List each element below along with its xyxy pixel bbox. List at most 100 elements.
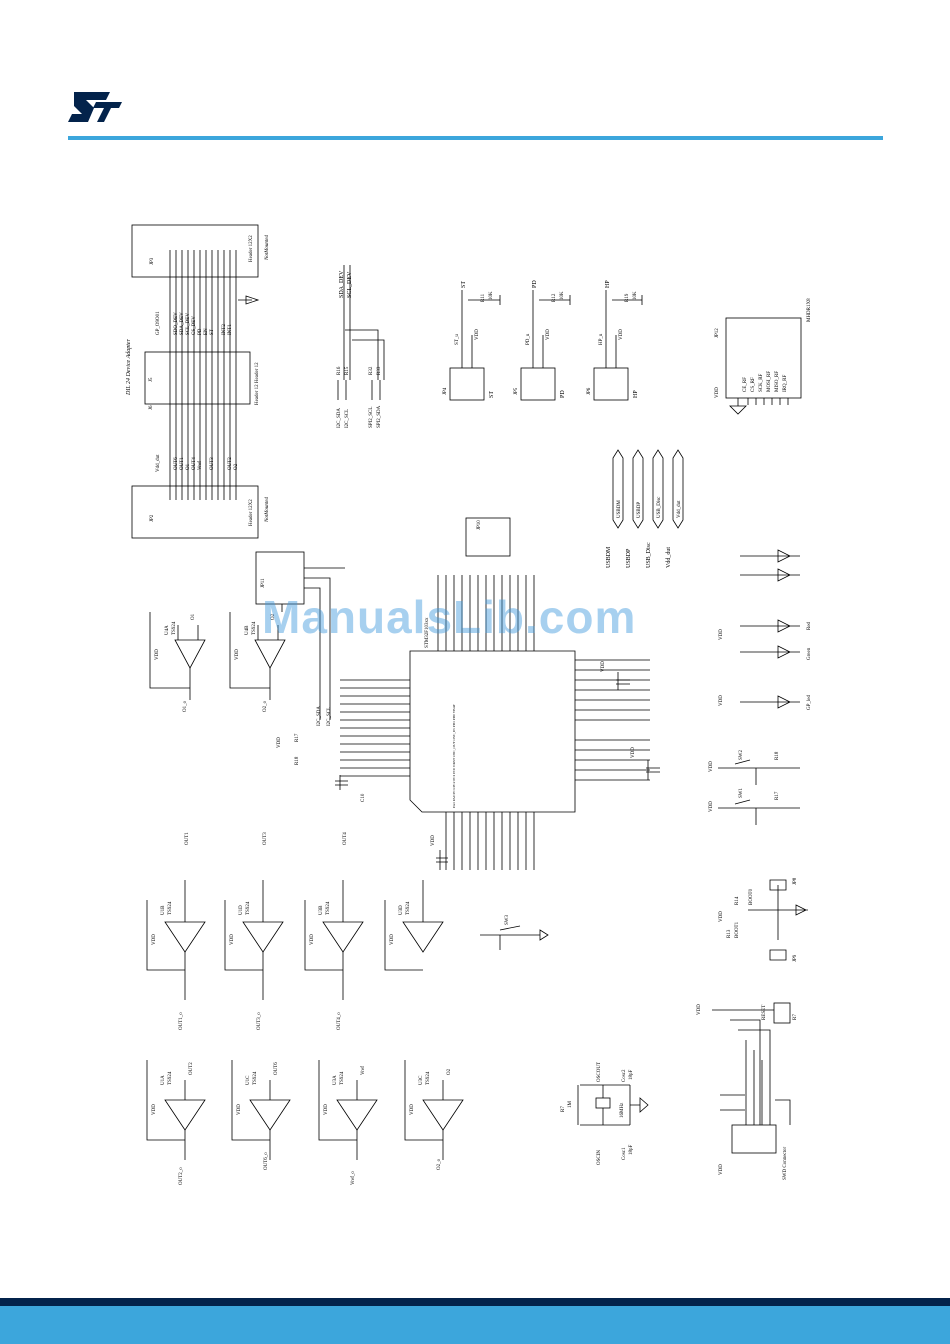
r11-value: 10K bbox=[489, 291, 494, 300]
r18-sw-label: R18 bbox=[775, 751, 780, 760]
jp3-header-box bbox=[131, 224, 259, 278]
net-vref-u3a: Vref bbox=[361, 1066, 366, 1075]
net-out4-o: OUT4_o bbox=[337, 1012, 342, 1030]
net-out4-top: OUT4 bbox=[343, 832, 348, 845]
u3d-part: TS924 bbox=[406, 901, 411, 915]
jp12-box bbox=[725, 317, 802, 399]
net-o1: O1 bbox=[186, 463, 191, 470]
net-oscout: OSCOUT bbox=[597, 1062, 602, 1082]
vdd-u3a: VDD bbox=[324, 1104, 329, 1115]
jp11-label: JP11 bbox=[261, 578, 266, 588]
header-12-label: Header 12 Header 12 bbox=[255, 362, 260, 405]
opamp-u4a bbox=[149, 612, 206, 700]
vdd-u4b: VDD bbox=[235, 649, 240, 660]
net-cs-rf: CS_RF bbox=[751, 377, 756, 392]
u3b-label: U3B bbox=[319, 905, 324, 915]
logo-t-shape bbox=[93, 102, 122, 122]
j5-header-box bbox=[144, 351, 251, 405]
r16-label: R16 bbox=[337, 366, 342, 375]
net-int1: INT1 bbox=[228, 324, 233, 335]
jp10-label: JP10 bbox=[477, 520, 482, 530]
crystal-value: 16MHz bbox=[620, 1102, 625, 1118]
jp2-notmounted: NotMounted bbox=[265, 497, 270, 523]
u3a-label: U3A bbox=[333, 1075, 338, 1085]
sw1-label: SW1 bbox=[739, 788, 744, 799]
mcu-right-pins bbox=[575, 659, 650, 781]
net-out3-o: OUT3_o bbox=[257, 1012, 262, 1030]
r19-value: 10K bbox=[633, 291, 638, 300]
usb-flag-usbdp: USBDP bbox=[637, 502, 642, 518]
vdd-u1b: VDD bbox=[152, 934, 157, 945]
led-green-label: Green bbox=[807, 647, 812, 660]
net-sda-dev: SDA_DEV bbox=[180, 312, 185, 335]
swd-connector-box bbox=[731, 1124, 777, 1154]
net-vdd-dut-usb: Vdd_dut bbox=[666, 547, 672, 568]
j5-label: J5 bbox=[149, 377, 154, 382]
net-boot0: BOOT0 bbox=[749, 888, 754, 905]
net-usb-disc: USB_Disc bbox=[646, 542, 652, 568]
vdd-i2c: VDD bbox=[277, 737, 282, 748]
vdd-boot: VDD bbox=[719, 911, 724, 922]
net-oscin: OSCIN bbox=[597, 1150, 602, 1165]
reset-switch bbox=[480, 925, 549, 950]
r12-value: 10K bbox=[560, 291, 565, 300]
vdd-jp6: VDD bbox=[619, 329, 624, 340]
jp3-notmounted: NotMounted bbox=[265, 235, 270, 261]
net-i2c-scl-mcu: I2C_SCL bbox=[327, 707, 332, 726]
net-out6-o: OUT6_o bbox=[264, 1152, 269, 1170]
net-i2c-scl: I2C_SCL bbox=[345, 409, 350, 428]
jp4-box bbox=[449, 367, 485, 401]
u1c-part: TS924 bbox=[253, 1071, 258, 1085]
mcu-left-pins bbox=[340, 679, 410, 777]
jp3-label: JP3 bbox=[150, 257, 155, 265]
footer-dark-band bbox=[0, 1298, 950, 1306]
u3c-part: TS924 bbox=[426, 1071, 431, 1085]
usb-flag-vdd-dut: Vdd_dut bbox=[677, 500, 682, 518]
adapter-ground bbox=[238, 295, 260, 305]
u3a-part: TS924 bbox=[340, 1071, 345, 1085]
u1d-part: TS924 bbox=[246, 901, 251, 915]
net-pd-top: PD bbox=[532, 280, 538, 288]
oscillator-nets bbox=[577, 1084, 649, 1126]
jp9-label: JP9 bbox=[793, 954, 798, 962]
jp2-header-box bbox=[131, 485, 259, 539]
jp12-label: JP12 bbox=[715, 328, 720, 338]
net-hp-bottom: HP bbox=[633, 390, 639, 398]
vdd-mcu-right-2: VDD bbox=[631, 747, 636, 758]
net-sdo-dev: SDO_DEV bbox=[174, 312, 179, 335]
net-o2: O2 bbox=[234, 463, 239, 470]
selector-nets bbox=[461, 290, 643, 368]
net-scl-dev-r: SCL_DEV bbox=[347, 271, 353, 298]
mcu-body bbox=[409, 650, 576, 813]
vdd-sw1: VDD bbox=[709, 801, 714, 812]
c10-label: C10 bbox=[361, 793, 366, 802]
net-spi2-sda: SPI2_SDA bbox=[377, 405, 382, 428]
net-o1-o: O1_o bbox=[183, 700, 188, 712]
jp5-box bbox=[520, 367, 556, 401]
r17-label: R17 bbox=[295, 733, 300, 742]
net-int2: INT2 bbox=[222, 324, 227, 335]
r33-label: R33 bbox=[377, 366, 382, 375]
net-spi2-scl: SPI2_SCL bbox=[369, 407, 374, 428]
crystal bbox=[595, 1097, 611, 1109]
u1c-label: U1C bbox=[246, 1075, 251, 1085]
swd-label: SWD Connector bbox=[783, 1146, 788, 1180]
net-miso-rf: MISO_RF bbox=[775, 371, 780, 392]
jp10-box bbox=[465, 517, 511, 557]
r15-label: R15 bbox=[345, 366, 350, 375]
net-o2-o-bottom: O2_o bbox=[437, 1158, 442, 1170]
logo-s-shape bbox=[68, 92, 110, 122]
net-out1-o: OUT1_o bbox=[179, 1012, 184, 1030]
opamp-u1b bbox=[146, 880, 206, 1000]
net-cs-dev: CS_DEV bbox=[192, 316, 197, 335]
u4a-part: TS924 bbox=[172, 621, 177, 635]
net-mosi-rf: MOSI_RF bbox=[767, 371, 772, 392]
led-red-label: Red bbox=[807, 621, 812, 630]
vdd-mcu-bottom: VDD bbox=[431, 835, 436, 846]
header-rule bbox=[68, 136, 883, 140]
vdd-jp4: VDD bbox=[475, 329, 480, 340]
cosc1-value: 18pF bbox=[629, 1145, 634, 1156]
vdd-u1d: VDD bbox=[230, 934, 235, 945]
net-out1-top: OUT1 bbox=[185, 832, 190, 845]
